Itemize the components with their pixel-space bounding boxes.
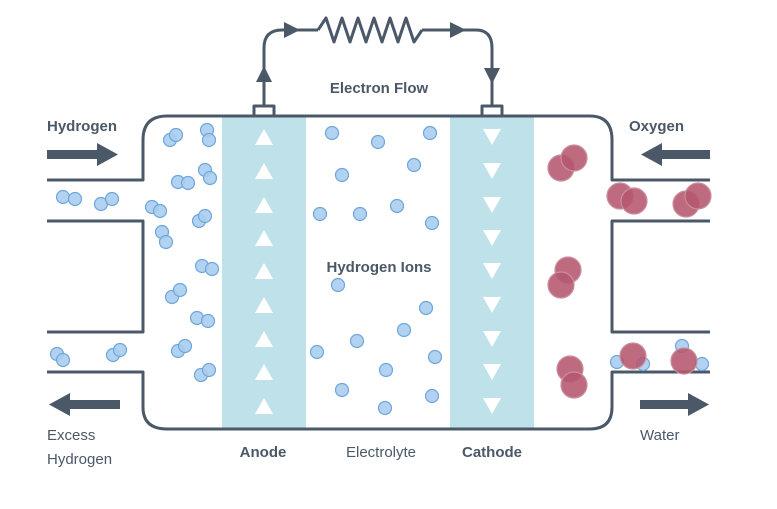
- triangle-down-icon: [483, 297, 501, 313]
- hydrogen-molecule-icon: [334, 382, 350, 398]
- hydrogen-molecule-icon: [112, 342, 128, 358]
- hydrogen-label: Hydrogen: [47, 118, 117, 135]
- hydrogen-molecule-icon: [324, 125, 340, 141]
- triangle-down-icon: [483, 398, 501, 414]
- cathode-ion-arrows: [483, 129, 501, 414]
- hydrogen-molecule-icon: [427, 349, 443, 365]
- excess-hydrogen-label-line1: Excess: [47, 427, 95, 444]
- electrolyte-label: Electrolyte: [346, 444, 416, 461]
- cell-body-outline: [141, 114, 614, 431]
- hydrogen-molecule-icon: [330, 277, 346, 293]
- hydrogen-molecule-icon: [201, 362, 217, 378]
- triangle-up-icon: [255, 398, 273, 414]
- hydrogen-molecule-icon: [396, 322, 412, 338]
- oxygen-atom-icon: [620, 187, 648, 215]
- hydrogen-in-arrow: [47, 143, 118, 166]
- hydrogen-ions-label: Hydrogen Ions: [326, 259, 431, 276]
- arrow-right-icon: [284, 22, 300, 38]
- hydrogen-molecule-icon: [312, 206, 328, 222]
- cathode-terminal: [480, 104, 504, 118]
- triangle-up-icon: [255, 331, 273, 347]
- arrow-left-icon: [49, 393, 70, 416]
- oxygen-label: Oxygen: [629, 118, 684, 135]
- triangle-up-icon: [255, 297, 273, 313]
- hydrogen-molecule-icon: [370, 134, 386, 150]
- triangle-down-icon: [483, 331, 501, 347]
- triangle-down-icon: [483, 163, 501, 179]
- hydrogen-molecule-icon: [152, 203, 168, 219]
- hydrogen-molecule-icon: [197, 208, 213, 224]
- hydrogen-molecule-icon: [424, 388, 440, 404]
- oxygen-in-arrow: [641, 143, 710, 166]
- triangle-up-icon: [255, 364, 273, 380]
- hydrogen-molecule-icon: [424, 215, 440, 231]
- arrow-down-icon: [484, 68, 500, 84]
- hydrogen-molecule-icon: [180, 175, 196, 191]
- right-pipes: [612, 178, 710, 374]
- hydrogen-molecule-icon: [200, 313, 216, 329]
- water-label: Water: [640, 427, 679, 444]
- anode-terminal: [252, 104, 276, 118]
- triangle-down-icon: [483, 263, 501, 279]
- hydrogen-molecule-icon: [177, 338, 193, 354]
- oxygen-atom-icon: [670, 347, 698, 375]
- hydrogen-molecule-icon: [168, 127, 184, 143]
- oxygen-atom-icon: [619, 342, 647, 370]
- triangle-down-icon: [483, 230, 501, 246]
- hydrogen-molecule-icon: [377, 400, 393, 416]
- oxygen-particles: [547, 144, 712, 399]
- triangle-up-icon: [255, 163, 273, 179]
- hydrogen-molecule-icon: [55, 352, 71, 368]
- electron-flow-label: Electron Flow: [330, 80, 429, 97]
- hydrogen-molecule-icon: [172, 282, 188, 298]
- hydrogen-molecule-icon: [104, 191, 120, 207]
- hydrogen-molecule-icon: [406, 157, 422, 173]
- resistor-icon: [316, 16, 424, 44]
- triangle-up-icon: [255, 230, 273, 246]
- hydrogen-molecule-icon: [352, 206, 368, 222]
- left-pipes: [47, 178, 143, 374]
- hydrogen-molecule-icon: [389, 198, 405, 214]
- hydrogen-molecule-icon: [204, 261, 220, 277]
- triangle-up-icon: [255, 129, 273, 145]
- oxygen-atom-icon: [684, 182, 712, 210]
- excess-hydrogen-label-line2: Hydrogen: [47, 451, 112, 468]
- hydrogen-molecule-icon: [158, 234, 174, 250]
- arrow-left-icon: [641, 143, 662, 166]
- triangle-up-icon: [255, 197, 273, 213]
- arrow-right-icon: [97, 143, 118, 166]
- arrow-right-icon: [450, 22, 466, 38]
- triangle-down-icon: [483, 197, 501, 213]
- oxygen-atom-icon: [560, 371, 588, 399]
- external-circuit: [252, 16, 504, 118]
- hydrogen-molecule-icon: [349, 333, 365, 349]
- triangle-up-icon: [255, 263, 273, 279]
- oxygen-atom-icon: [560, 144, 588, 172]
- hydrogen-molecule-icon: [378, 362, 394, 378]
- oxygen-atom-icon: [547, 271, 575, 299]
- triangle-down-icon: [483, 129, 501, 145]
- arrow-right-icon: [688, 393, 709, 416]
- cathode-label: Cathode: [462, 444, 522, 461]
- anode-label: Anode: [240, 444, 287, 461]
- excess-hydrogen-out-arrow: [49, 393, 120, 416]
- hydrogen-molecule-icon: [418, 300, 434, 316]
- water-out-arrow: [640, 393, 709, 416]
- hydrogen-molecule-icon: [202, 170, 218, 186]
- arrow-up-icon: [256, 66, 272, 82]
- anode-ion-arrows: [255, 129, 273, 414]
- hydrogen-molecule-icon: [67, 191, 83, 207]
- hydrogen-molecule-icon: [55, 189, 71, 205]
- triangle-down-icon: [483, 364, 501, 380]
- hydrogen-molecule-icon: [334, 167, 350, 183]
- hydrogen-molecule-icon: [422, 125, 438, 141]
- hydrogen-molecule-icon: [201, 132, 217, 148]
- hydrogen-molecule-icon: [309, 344, 325, 360]
